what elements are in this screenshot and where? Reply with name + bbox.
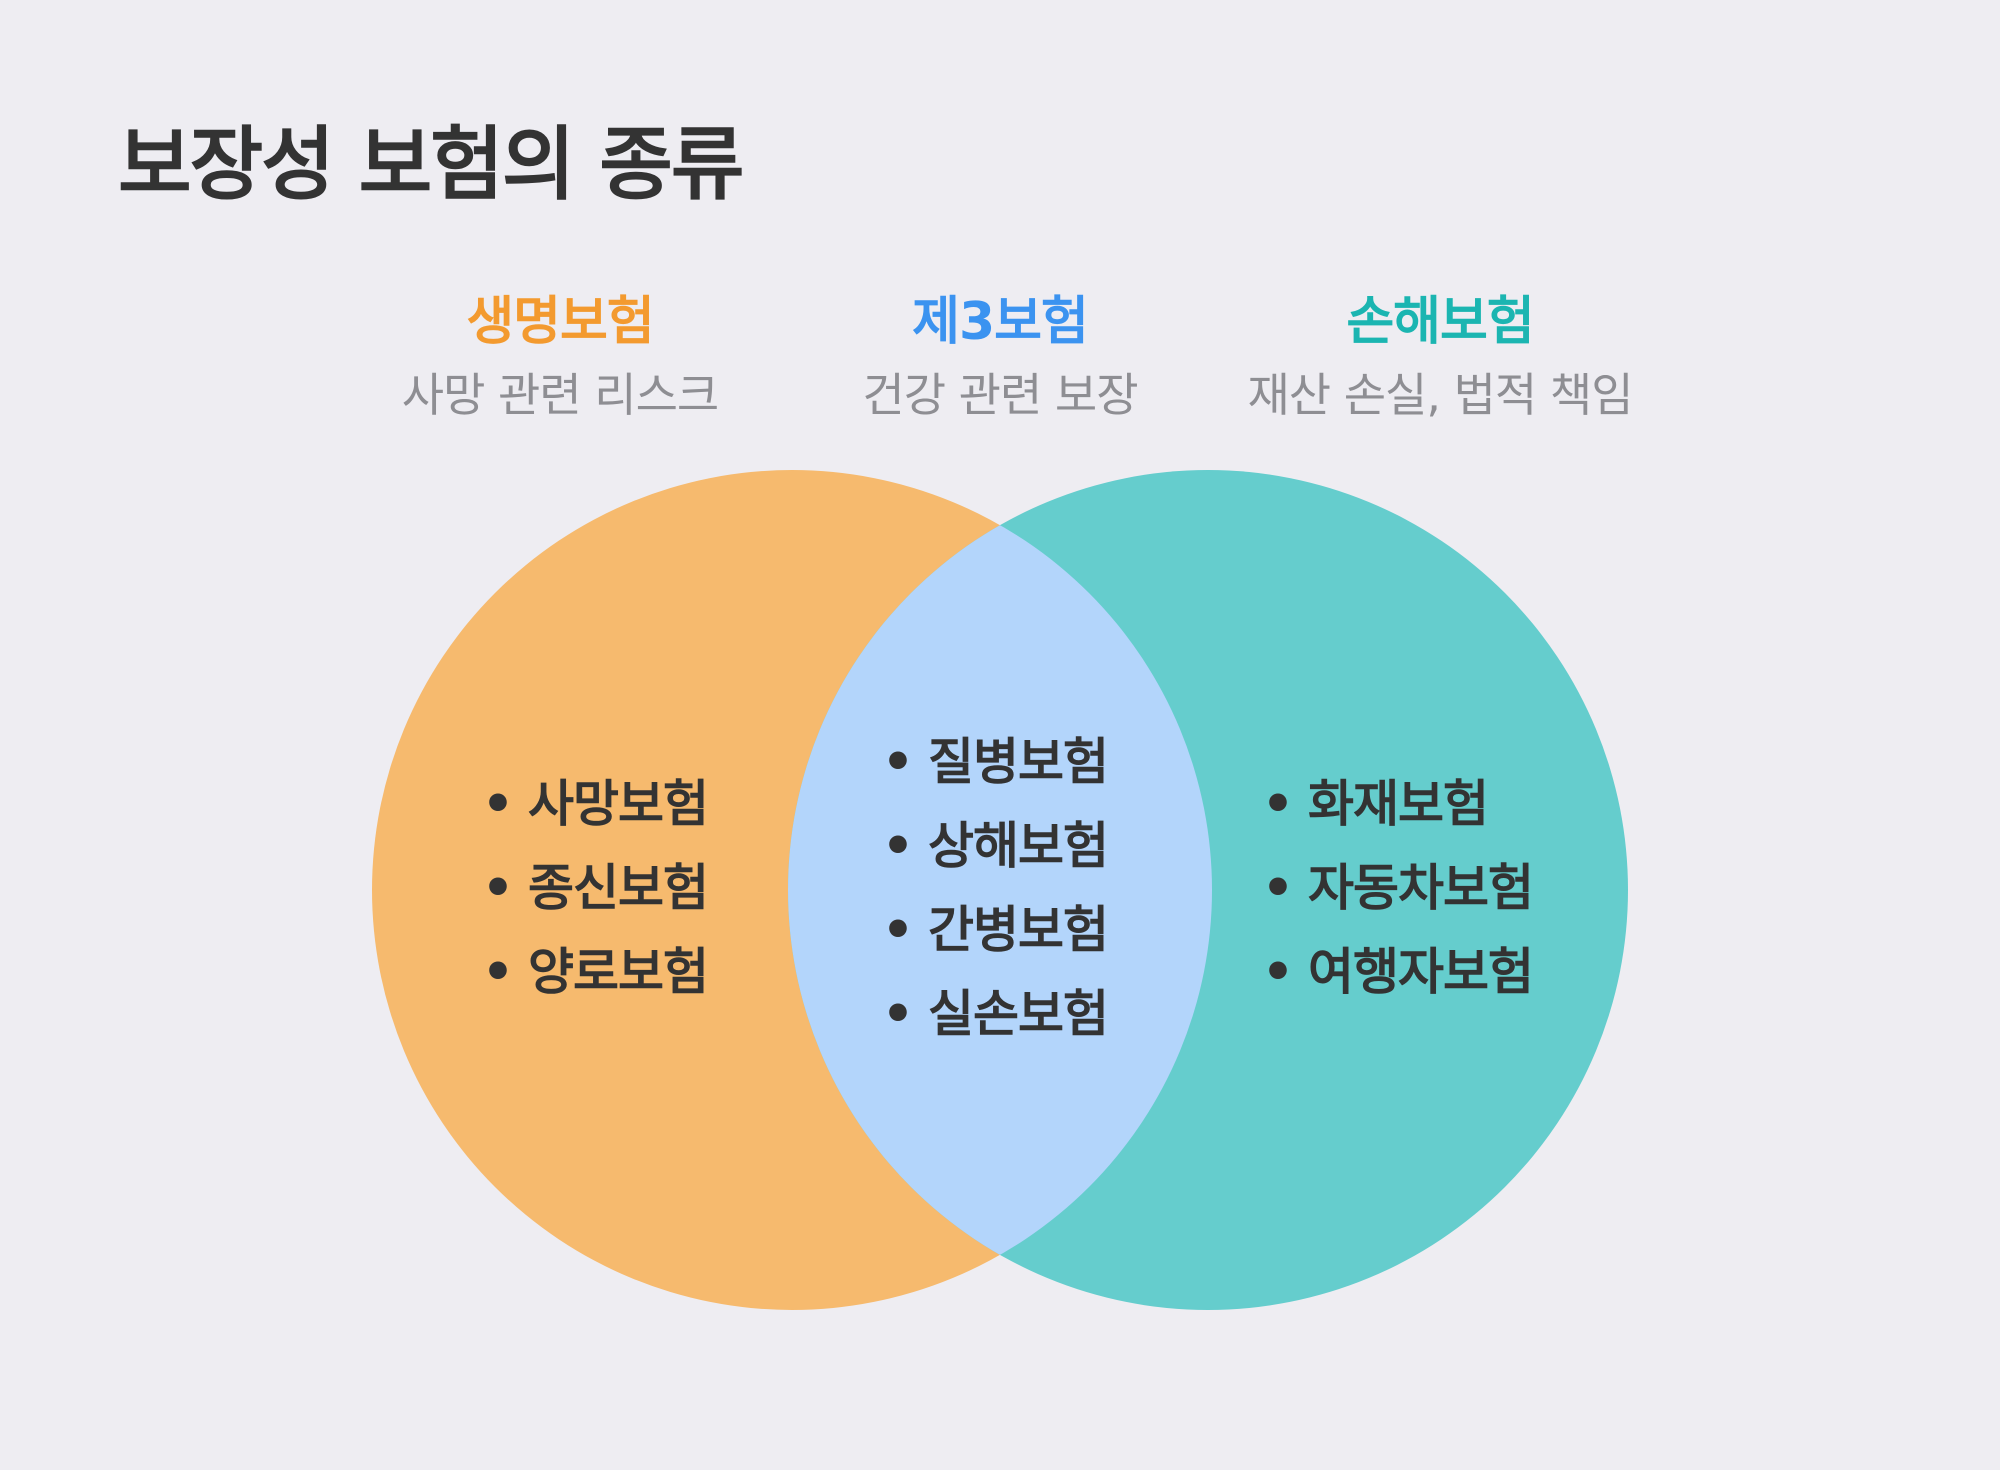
life-insurance-desc: 사망 관련 리스크 — [401, 368, 719, 422]
list-item: 자동차보험 — [1262, 846, 1534, 930]
life-insurance-list: 사망보험 종신보험 양로보험 — [482, 762, 709, 1014]
list-item: 실손보험 — [882, 972, 1109, 1056]
third-insurance-list: 질병보험 상해보험 간병보험 실손보험 — [882, 720, 1109, 1056]
damage-insurance-desc: 재산 손실, 법적 책임 — [1247, 368, 1633, 422]
damage-insurance-list: 화재보험 자동차보험 여행자보험 — [1262, 762, 1534, 1014]
life-insurance-name: 생명보험 — [466, 292, 654, 352]
third-insurance-name: 제3보험 — [912, 292, 1089, 352]
list-item: 양로보험 — [482, 930, 709, 1014]
life-insurance-header: 생명보험 사망 관련 리스크 — [330, 290, 790, 424]
list-item: 종신보험 — [482, 846, 709, 930]
list-item: 상해보험 — [882, 804, 1109, 888]
list-item: 질병보험 — [882, 720, 1109, 804]
list-item: 간병보험 — [882, 888, 1109, 972]
list-item: 여행자보험 — [1262, 930, 1534, 1014]
third-insurance-overlap — [788, 470, 1212, 1310]
damage-insurance-name: 손해보험 — [1346, 292, 1534, 352]
third-insurance-header: 제3보험 건강 관련 보장 — [770, 290, 1230, 424]
page-title: 보장성 보험의 종류 — [118, 118, 745, 211]
list-item: 사망보험 — [482, 762, 709, 846]
list-item: 화재보험 — [1262, 762, 1533, 846]
third-insurance-desc: 건강 관련 보장 — [862, 368, 1138, 422]
damage-insurance-header: 손해보험 재산 손실, 법적 책임 — [1210, 290, 1670, 424]
